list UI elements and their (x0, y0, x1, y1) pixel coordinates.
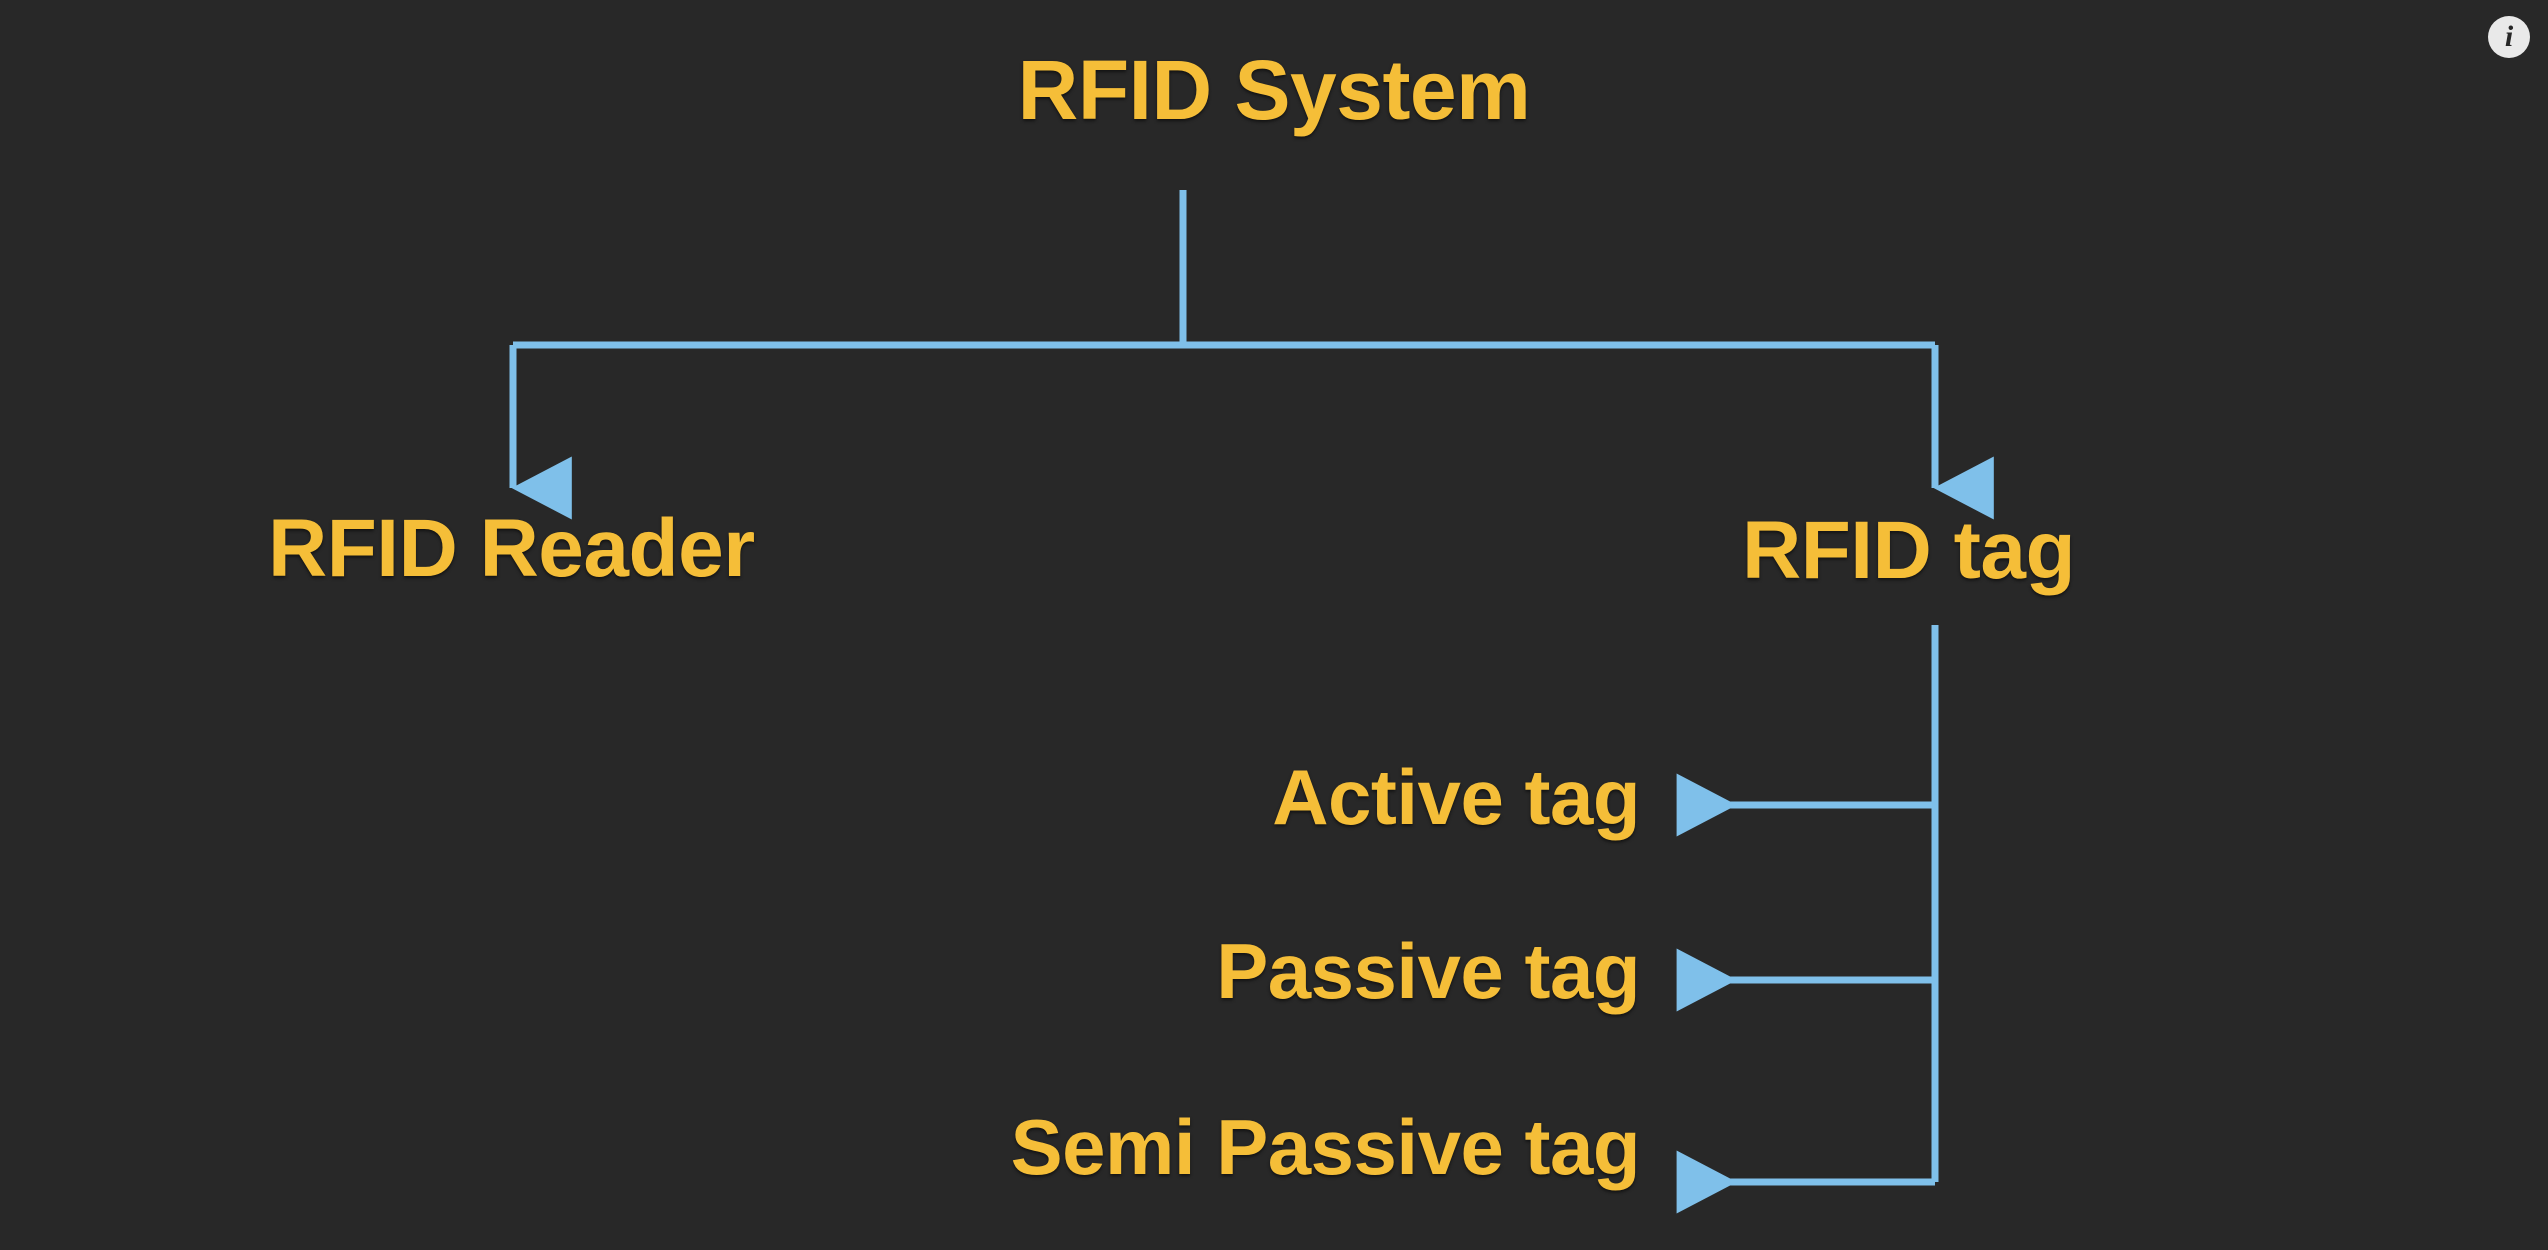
node-active-tag: Active tag (1272, 753, 1640, 841)
node-rfid-system: RFID System (1017, 43, 1531, 137)
node-rfid-reader: RFID Reader (268, 503, 755, 594)
info-glyph: i (2504, 20, 2514, 53)
node-passive-tag: Passive tag (1216, 927, 1640, 1015)
node-rfid-tag: RFID tag (1742, 505, 2076, 596)
info-icon[interactable]: i (2488, 16, 2530, 58)
node-semi-passive-tag: Semi Passive tag (1010, 1103, 1641, 1191)
